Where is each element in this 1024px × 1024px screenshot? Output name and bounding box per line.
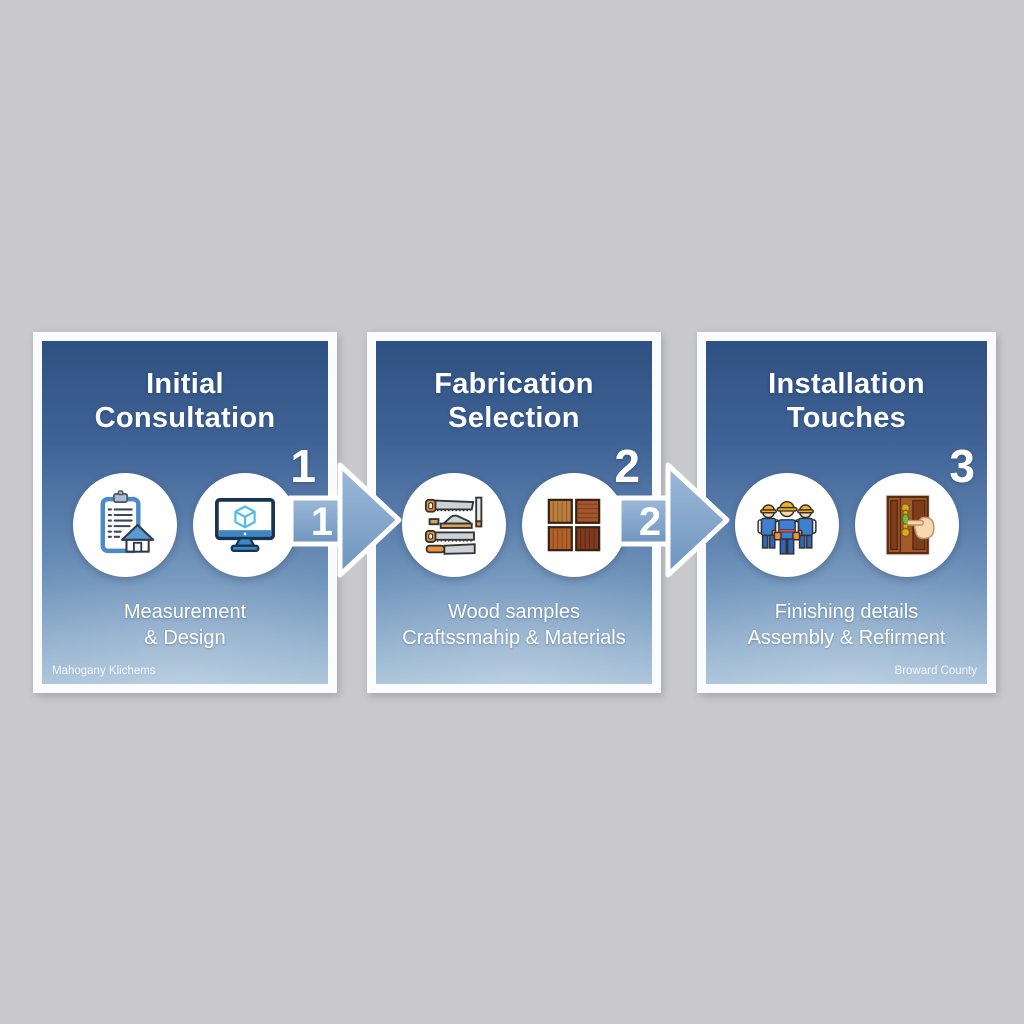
step-number: 2: [614, 440, 640, 492]
step-number: 1: [290, 440, 316, 492]
installation-crew-icon: [756, 500, 817, 555]
icon-disc: [854, 473, 959, 577]
woodworking-tools-icon: [424, 496, 483, 555]
location-footnote: Broward County: [894, 665, 977, 677]
icon-disc: [734, 473, 839, 577]
panel-subtitle: Wood samples Craftssmahip & Materials: [376, 599, 652, 652]
panel-subtitle-line2: & Design: [144, 627, 226, 650]
icon-disc: [522, 473, 626, 577]
design-monitor-icon: [215, 497, 275, 553]
panel-subtitle-line2: Assembly & Refirment: [747, 627, 946, 650]
panel-title: Fabrication Selection: [376, 367, 652, 435]
icon-disc: [402, 473, 506, 577]
panel-title-line1: Installation: [768, 368, 925, 400]
panel-subtitle-line1: Wood samples: [448, 601, 580, 623]
step-panel-initial-consultation: Initial Consultation 1: [33, 332, 337, 693]
process-arrow-1: 1: [288, 462, 402, 578]
clipboard-checklist-icon: [100, 490, 155, 554]
panel-background: Installation Touches 3: [706, 341, 987, 684]
panel-title-line1: Fabrication: [434, 368, 594, 400]
arrow-step-number: 1: [311, 500, 333, 544]
panel-title-line2: Touches: [786, 402, 907, 435]
panel-title: Installation Touches: [706, 367, 987, 435]
step-panel-installation-touches: Installation Touches 3: [697, 332, 996, 693]
icon-disc: [193, 473, 297, 577]
panel-title-line2: Consultation: [94, 402, 276, 435]
panel-subtitle-line1: Finishing details: [774, 601, 919, 623]
panel-title: Initial Consultation: [42, 367, 328, 435]
icon-row: [706, 473, 987, 577]
step-number: 3: [949, 440, 975, 492]
panel-background: Initial Consultation 1: [42, 341, 328, 684]
step-panel-fabrication-selection: Fabrication Selection 2: [367, 332, 661, 693]
panel-subtitle: Measurement & Design: [42, 599, 328, 652]
panel-background: Fabrication Selection 2: [376, 341, 652, 684]
arrow-step-number: 2: [639, 500, 661, 544]
panel-subtitle: Finishing details Assembly & Refirment: [706, 599, 987, 652]
panel-title-line1: Initial: [146, 368, 224, 400]
wood-samples-icon: [547, 498, 601, 552]
panel-title-line2: Selection: [448, 402, 580, 435]
door-handle-icon: [885, 494, 935, 556]
panel-subtitle-line2: Craftssmahip & Materials: [402, 627, 626, 650]
icon-disc: [73, 473, 177, 577]
icon-row: [42, 473, 328, 577]
process-arrow-2: 2: [616, 462, 730, 578]
brand-footnote: Mahogany Klichems: [52, 665, 156, 677]
panel-subtitle-line1: Measurement: [123, 601, 247, 623]
icon-row: [376, 473, 652, 577]
